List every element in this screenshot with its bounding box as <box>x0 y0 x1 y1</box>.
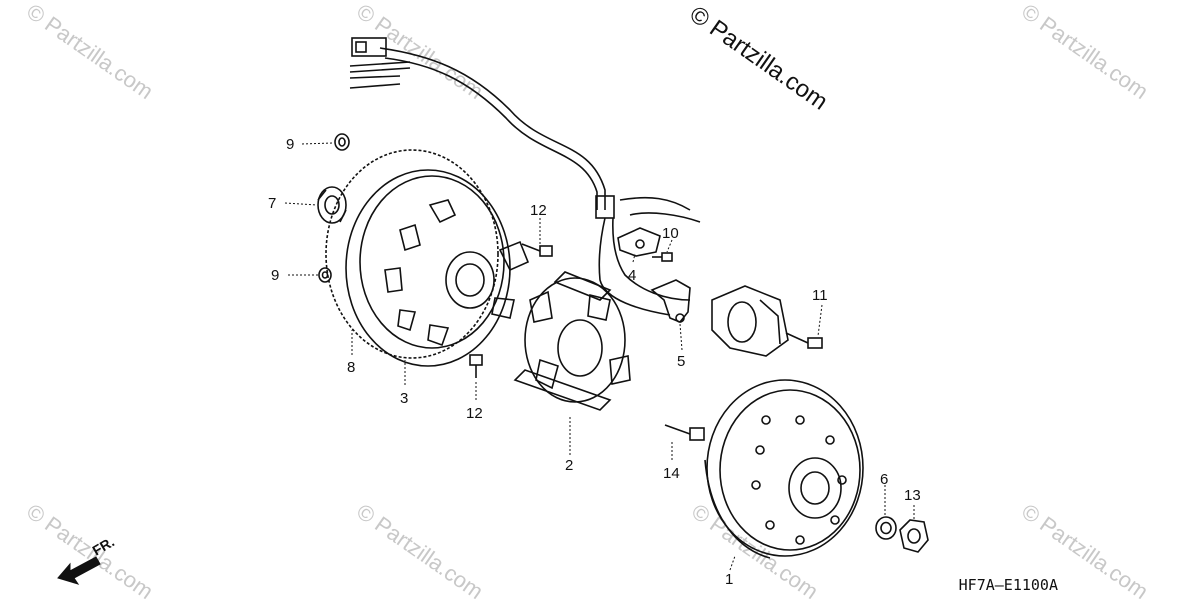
callout-2: 2 <box>565 457 573 474</box>
washer-9-top <box>334 133 350 151</box>
callout-6: 6 <box>880 471 888 488</box>
diagram-code: HF7A—E1100A <box>959 576 1058 594</box>
stator <box>513 271 631 411</box>
callout-9-bottom: 9 <box>271 267 279 284</box>
flywheel <box>704 379 864 559</box>
watermark-top-right: © Partzilla.com <box>1017 0 1153 104</box>
callout-8: 8 <box>347 359 355 376</box>
left-crankcase-cover <box>345 169 530 367</box>
callout-5: 5 <box>677 353 685 370</box>
copyright-label: © Partzilla.com <box>685 1 833 116</box>
callout-10: 10 <box>662 225 679 242</box>
screw-12-top <box>521 243 553 257</box>
callout-12-top: 12 <box>530 202 547 219</box>
callout-4: 4 <box>628 267 636 284</box>
bolt-10 <box>652 252 673 262</box>
clamp-bracket <box>650 279 691 323</box>
pulse-generator <box>711 285 789 357</box>
front-arrow-icon <box>57 556 101 585</box>
bolt-14 <box>664 424 705 441</box>
callout-14: 14 <box>663 465 680 482</box>
callout-7: 7 <box>268 195 276 212</box>
callout-3: 3 <box>400 390 408 407</box>
pulse-generator-bracket <box>617 227 661 257</box>
flywheel-washer <box>875 516 897 540</box>
watermark-bottom-center: © Partzilla.com <box>352 499 488 599</box>
callout-12-bottom: 12 <box>466 405 483 422</box>
watermarks: © Partzilla.com © Partzilla.com © Partzi… <box>22 0 1153 599</box>
washer-9-bottom <box>318 267 332 283</box>
watermark-bottom-left: © Partzilla.com <box>22 499 158 599</box>
oil-seal <box>317 186 347 224</box>
watermark-top-center: © Partzilla.com <box>352 0 488 104</box>
leader-lines <box>284 142 915 571</box>
callout-13: 13 <box>904 487 921 504</box>
cover-gasket <box>325 149 499 359</box>
callout-11: 11 <box>812 287 828 304</box>
flywheel-nut <box>899 519 929 553</box>
callout-1: 1 <box>725 571 733 588</box>
screw-12-bottom <box>469 354 483 378</box>
callout-9-top: 9 <box>286 136 294 153</box>
watermark-top-left: © Partzilla.com <box>22 0 158 104</box>
wire-harness <box>349 37 701 316</box>
bolt-11 <box>785 332 823 349</box>
